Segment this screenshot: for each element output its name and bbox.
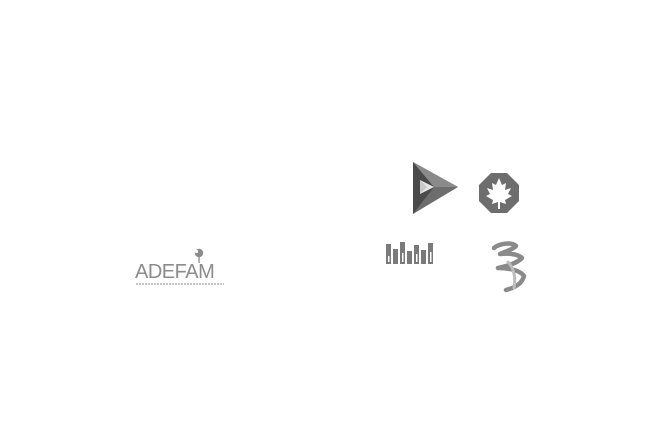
bar-graph-icon [386,242,433,264]
adefam-wordmark: ADEFAM [135,261,215,283]
script-mark-logo [486,238,532,294]
adefam-logo: ADEFAM [132,246,226,290]
tree-icon [194,248,204,263]
play-triangle-icon [413,162,458,214]
maple-leaf-logo [478,172,520,214]
maple-leaf-icon [479,173,519,213]
adefam-tagline-line [136,283,224,285]
script-mark-icon [491,241,527,293]
play-triangle-logo [408,160,462,216]
bar-graph-logo [384,241,436,267]
